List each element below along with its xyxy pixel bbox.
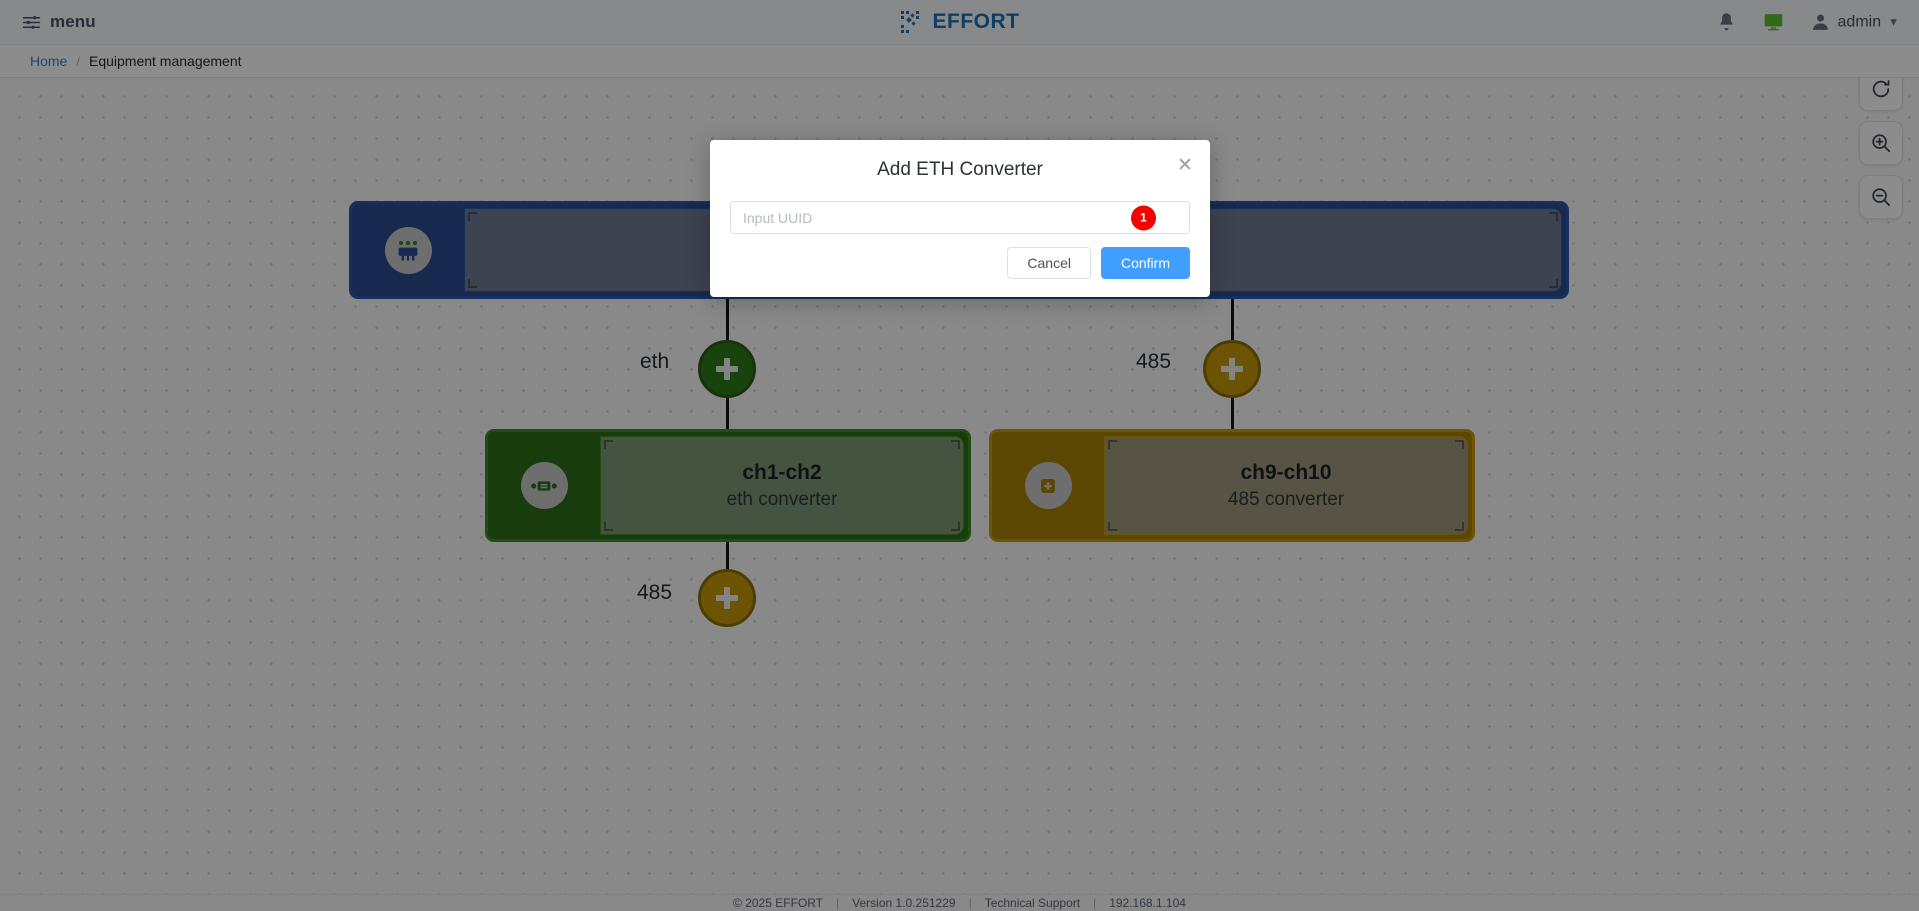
close-icon[interactable]: ✕ bbox=[1177, 154, 1193, 176]
dialog-body: 1 bbox=[710, 181, 1210, 234]
dialog-title: Add ETH Converter bbox=[877, 159, 1043, 180]
eth-converter-icon bbox=[520, 462, 568, 509]
refresh-icon bbox=[1870, 78, 1892, 100]
confirm-button[interactable]: Confirm bbox=[1100, 247, 1190, 279]
square-plus-icon bbox=[1024, 462, 1072, 509]
node-title: ch9-ch10 bbox=[1240, 461, 1332, 485]
zoom-out-button[interactable] bbox=[1859, 175, 1903, 219]
uuid-input[interactable] bbox=[730, 201, 1190, 234]
node-eth-body: ch1-ch2 eth converter bbox=[600, 436, 964, 535]
port-label-eth: eth bbox=[640, 350, 670, 373]
footer-separator: | bbox=[836, 896, 840, 910]
breadcrumb-current-page: Equipment management bbox=[88, 53, 242, 69]
edge-eth-node-to-485-plus bbox=[726, 540, 729, 596]
node-eth-converter[interactable]: ch1-ch2 eth converter bbox=[485, 429, 971, 542]
footer-support-link[interactable]: Technical Support bbox=[984, 896, 1081, 910]
page-footer: © 2025 EFFORT | Version 1.0.251229 | Tec… bbox=[0, 894, 1919, 911]
node-title: ch1-ch2 bbox=[742, 461, 822, 485]
footer-version: Version 1.0.251229 bbox=[852, 896, 956, 910]
brand-name: EFFORT bbox=[932, 10, 1020, 33]
user-menu-button[interactable]: admin ▼ bbox=[1810, 12, 1899, 33]
add-485-converter-button-top[interactable] bbox=[1203, 340, 1261, 398]
node-485-icon-col bbox=[992, 432, 1104, 539]
dialog-header: Add ETH Converter ✕ bbox=[710, 140, 1210, 181]
gateway-chip-icon bbox=[384, 226, 432, 274]
plus-icon bbox=[716, 358, 738, 380]
chevron-down-icon: ▼ bbox=[1888, 16, 1899, 28]
node-subtitle: eth converter bbox=[726, 488, 838, 510]
dialog-footer: Cancel Confirm bbox=[710, 234, 1210, 297]
port-label-485-top: 485 bbox=[1136, 350, 1172, 373]
breadcrumb: Home / Equipment management bbox=[0, 45, 1919, 78]
qr-code-icon bbox=[900, 10, 924, 34]
user-name-label: admin bbox=[1837, 13, 1882, 30]
menu-label: menu bbox=[50, 12, 96, 31]
breadcrumb-separator: / bbox=[76, 53, 80, 69]
footer-separator: | bbox=[968, 896, 972, 910]
sliders-icon bbox=[22, 13, 41, 32]
zoom-in-icon bbox=[1870, 132, 1892, 154]
add-eth-converter-button[interactable] bbox=[698, 340, 756, 398]
top-header: menu bbox=[0, 0, 1919, 45]
plus-icon bbox=[716, 587, 738, 609]
footer-ip-address: 192.168.1.104 bbox=[1109, 896, 1186, 910]
monitor-icon[interactable] bbox=[1763, 12, 1784, 33]
node-eth-icon-col bbox=[488, 432, 600, 539]
footer-copyright: © 2025 EFFORT bbox=[733, 896, 824, 910]
uuid-field-wrapper: 1 bbox=[730, 201, 1190, 234]
plus-icon bbox=[1221, 358, 1243, 380]
zoom-out-icon bbox=[1870, 186, 1892, 208]
node-subtitle: 485 converter bbox=[1227, 488, 1345, 510]
add-eth-converter-dialog: Add ETH Converter ✕ 1 Cancel Confirm bbox=[710, 140, 1210, 297]
bell-icon[interactable] bbox=[1716, 12, 1737, 33]
port-label-485-bottom: 485 bbox=[637, 581, 673, 604]
breadcrumb-home-link[interactable]: Home bbox=[30, 53, 68, 69]
node-485-body: ch9-ch10 485 converter bbox=[1104, 436, 1468, 535]
cancel-button[interactable]: Cancel bbox=[1007, 247, 1091, 279]
status-badge: 1 bbox=[1131, 205, 1156, 230]
node-gateway-icon-col bbox=[352, 204, 464, 296]
zoom-in-button[interactable] bbox=[1859, 121, 1903, 165]
node-485-converter[interactable]: ch9-ch10 485 converter bbox=[989, 429, 1475, 542]
header-actions: admin ▼ bbox=[1716, 12, 1899, 33]
brand-logo[interactable]: EFFORT bbox=[900, 10, 1020, 34]
footer-separator: | bbox=[1093, 896, 1097, 910]
canvas-toolbar bbox=[1859, 67, 1903, 219]
add-485-converter-button-bottom[interactable] bbox=[698, 569, 756, 627]
menu-toggle-button[interactable]: menu bbox=[22, 12, 96, 32]
user-icon bbox=[1810, 12, 1831, 33]
